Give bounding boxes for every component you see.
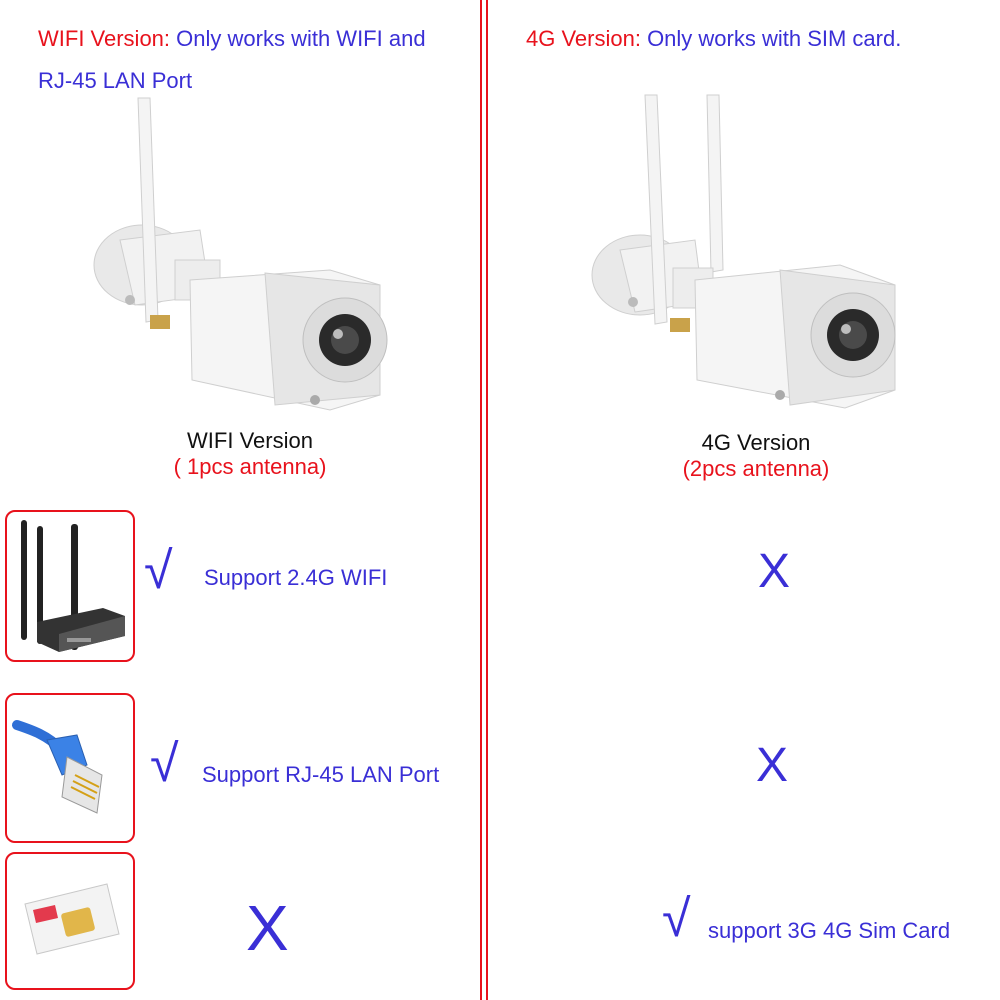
4g-version-header: 4G Version: Only works with SIM card. <box>526 18 986 60</box>
4g-caption-antenna: (2pcs antenna) <box>682 456 830 481</box>
lan-support-check: √ <box>150 735 179 793</box>
wifi-version-desc: Only works with WIFI and <box>170 26 426 51</box>
wifi-version-label: WIFI Version: <box>38 26 171 51</box>
sim-thumbnail <box>5 852 135 990</box>
wifi-version-header: WIFI Version: Only works with WIFI and R… <box>38 18 478 102</box>
4g-wifi-cross: X <box>758 545 791 598</box>
router-icon <box>21 520 125 652</box>
sim-card-icon <box>24 883 120 955</box>
4g-lan-cross: X <box>756 739 789 792</box>
router-thumbnail <box>5 510 135 662</box>
ethernet-thumbnail <box>5 693 135 843</box>
4g-camera-icon <box>591 94 896 409</box>
4g-version-desc: Only works with SIM card. <box>640 26 902 51</box>
feature-lan-text: Support RJ-45 LAN Port <box>202 762 440 787</box>
4g-version-label: 4G Version: <box>526 26 641 51</box>
wifi-version-caption: WIFI Version ( 1pcs antenna) <box>100 428 400 480</box>
wifi-camera-icon <box>93 97 388 411</box>
feature-wifi-text: Support 2.4G WIFI <box>204 565 388 590</box>
wifi-version-desc-line2: RJ-45 LAN Port <box>38 68 193 93</box>
4g-caption-title: 4G Version <box>701 430 811 455</box>
wifi-caption-antenna: ( 1pcs antenna) <box>173 454 327 479</box>
sim-support-check: √ <box>662 890 691 948</box>
4g-version-caption: 4G Version (2pcs antenna) <box>606 430 906 482</box>
ethernet-cable-icon <box>12 720 103 814</box>
wifi-caption-title: WIFI Version <box>187 428 313 453</box>
column-divider-left <box>480 0 482 1000</box>
feature-sim-text: support 3G 4G Sim Card <box>708 918 951 943</box>
wifi-sim-cross: X <box>246 892 289 964</box>
column-divider-right <box>486 0 488 1000</box>
wifi-support-check: √ <box>144 542 173 600</box>
